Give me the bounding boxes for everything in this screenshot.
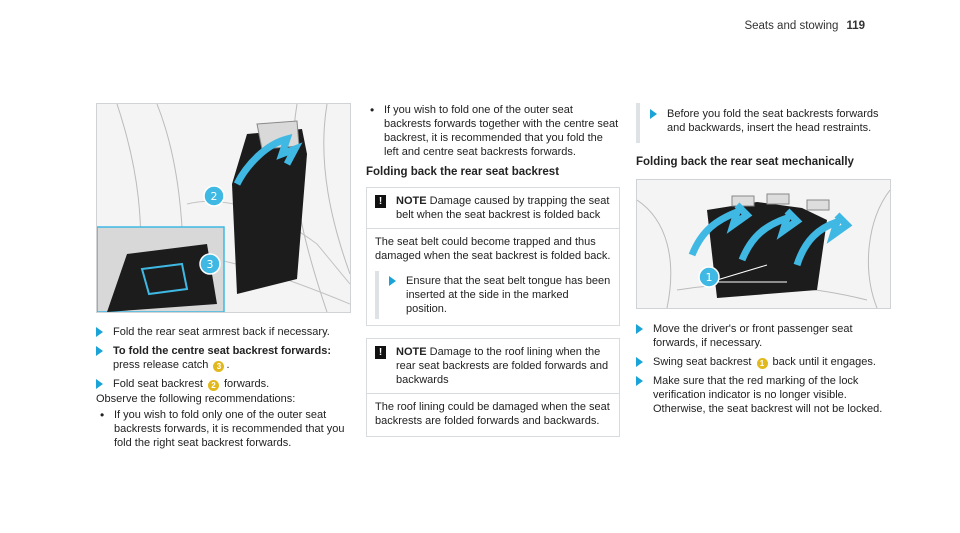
section-heading: Folding back the rear seat backrest (366, 166, 560, 178)
step-check-indicator: Make sure that the red marking of the lo… (636, 374, 889, 416)
step-swing-backrest: Swing seat backrest 1 back until it enga… (636, 355, 889, 369)
seat-illustration-2: 1 (637, 180, 890, 308)
column-2: • If you wish to fold one of the outer s… (366, 103, 620, 437)
callout-3-circle (199, 253, 221, 275)
note-box-seat-belt: ! NOTE Damage caused by trapping the sea… (366, 187, 620, 326)
page-header: Seats and stowing 119 (744, 19, 865, 33)
callout-3-label: 3 (207, 258, 214, 271)
warning-icon: ! (375, 346, 386, 359)
callout-1-circle (698, 266, 720, 288)
step-arrow-icon (650, 109, 657, 119)
step-fold-backrest: Fold seat backrest 2 forwards. (96, 377, 349, 391)
step-arrow-icon (636, 357, 643, 367)
bullet-icon: • (370, 103, 375, 117)
seat-illustration-1: 2 3 (97, 104, 350, 312)
step-centre-backrest: To fold the centre seat backrest forward… (96, 344, 349, 372)
figure-fold-back-mechanically: 1 (636, 179, 891, 309)
callout-1-label: 1 (706, 271, 713, 284)
observe-text: Observe the following recommendations: (96, 393, 296, 405)
figure-armrest-catch: 2 3 (96, 103, 351, 313)
step-arrow-icon (389, 276, 396, 286)
bullet-icon: • (100, 408, 105, 422)
column-1: Fold the rear seat armrest back if neces… (96, 325, 349, 454)
note-box-roof-lining: ! NOTE Damage to the roof lining when th… (366, 338, 620, 437)
step-arrow-icon (636, 376, 643, 386)
mechanical-steps: Move the driver's or front passenger sea… (636, 322, 889, 416)
step-move-seat: Move the driver's or front passenger sea… (636, 322, 889, 350)
recommendation-item: • If you wish to fold one of the outer s… (370, 103, 619, 158)
section-title: Seats and stowing (744, 20, 839, 32)
step-arrow-icon (636, 324, 643, 334)
callout-badge: 3 (213, 361, 225, 372)
callout-2-label: 2 (211, 190, 218, 203)
column-3: Before you fold the seat backrests forwa… (636, 103, 891, 421)
step-fold-armrest: Fold the rear seat armrest back if neces… (96, 325, 349, 339)
head-restraint-step: Before you fold the seat backrests forwa… (636, 103, 889, 143)
callout-badge: 1 (756, 358, 768, 369)
step-arrow-icon (96, 327, 103, 337)
step-arrow-icon (96, 379, 103, 389)
page-number: 119 (846, 20, 865, 32)
callout-badge: 2 (207, 380, 219, 391)
note-step: Ensure that the seat belt tongue has bee… (375, 271, 611, 319)
warning-icon: ! (375, 195, 386, 208)
section-heading: Folding back the rear seat mechanically (636, 156, 854, 168)
callout-2-circle (203, 185, 225, 207)
recommendation-item: • If you wish to fold only one of the ou… (100, 408, 345, 449)
step-arrow-icon (96, 346, 103, 356)
